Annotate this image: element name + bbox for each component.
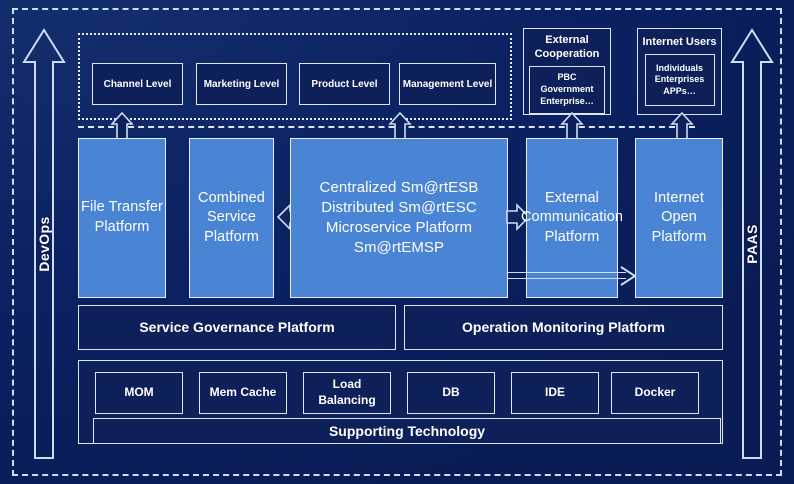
level-label: Product Level — [311, 78, 378, 90]
paas-label: PAAS — [744, 224, 760, 264]
up-arrow-centralized — [388, 111, 412, 140]
bar-supporting-technology[interactable]: Supporting Technology — [93, 418, 721, 444]
tech-label: Load Balancing — [318, 377, 376, 407]
tech-label: Docker — [634, 385, 676, 400]
up-arrow-external-communication — [560, 111, 584, 140]
platform-centralized-esb[interactable]: Centralized Sm@rtESB Distributed Sm@rtES… — [290, 138, 508, 298]
internet-users-title: Internet Users — [642, 36, 717, 48]
layer-separator — [78, 126, 695, 128]
internet-users-inner: Individuals Enterprises APPs… — [644, 54, 715, 107]
tech-box-load-balancing[interactable]: Load Balancing — [303, 372, 391, 414]
platform-label: Centralized Sm@rtESB Distributed Sm@rtES… — [319, 178, 479, 257]
tech-box-ide[interactable]: IDE — [511, 372, 599, 414]
connector-arrowhead — [618, 265, 638, 287]
platform-label: Combined Service Platform — [198, 189, 265, 245]
external-cooperation-title: External Cooperation — [534, 34, 600, 60]
business-levels-group — [78, 33, 512, 120]
tech-box-mem-cache[interactable]: Mem Cache — [199, 372, 287, 414]
devops-arrow: DevOps — [22, 28, 66, 460]
tech-box-mom[interactable]: MOM — [95, 372, 183, 414]
tech-box-db[interactable]: DB — [407, 372, 495, 414]
platform-label: Internet Open Platform — [651, 189, 707, 245]
platform-file-transfer[interactable]: File Transfer Platform — [78, 138, 166, 298]
bar-operation-monitoring[interactable]: Operation Monitoring Platform — [404, 305, 723, 350]
platform-label: File Transfer Platform — [81, 199, 163, 235]
tech-label: Mem Cache — [209, 385, 277, 400]
tech-label: IDE — [544, 385, 565, 400]
level-label: Marketing Level — [203, 78, 280, 90]
external-cooperation-inner: PBC Government Enterprise… — [529, 65, 605, 114]
outer-boundary — [12, 8, 782, 476]
external-cooperation-group[interactable]: External Cooperation PBC Government Ente… — [523, 28, 611, 115]
tech-box-docker[interactable]: Docker — [611, 372, 699, 414]
level-box-management[interactable]: Management Level — [399, 63, 496, 105]
platform-external-communication[interactable]: External Communication Platform — [521, 138, 623, 298]
tech-label: MOM — [124, 385, 154, 400]
connector-centralized-to-internet-open — [508, 272, 626, 279]
up-arrow-file-transfer — [110, 111, 134, 140]
level-label: Management Level — [402, 78, 493, 90]
paas-arrow: PAAS — [730, 28, 774, 460]
level-box-marketing[interactable]: Marketing Level — [196, 63, 287, 105]
arrow-right-centralized-external — [505, 202, 531, 232]
platform-label: External Communication Platform — [520, 189, 624, 245]
bar-label: Supporting Technology — [328, 422, 486, 439]
bar-label: Service Governance Platform — [139, 319, 335, 336]
devops-label: DevOps — [36, 216, 52, 272]
bar-label: Operation Monitoring Platform — [462, 319, 665, 336]
level-label: Channel Level — [103, 78, 172, 90]
level-box-product[interactable]: Product Level — [299, 63, 390, 105]
platform-combined-service[interactable]: Combined Service Platform — [189, 138, 274, 298]
internet-users-inner-label: Individuals Enterprises APPs… — [654, 62, 705, 97]
internet-users-group[interactable]: Internet Users Individuals Enterprises A… — [637, 28, 722, 115]
bar-service-governance[interactable]: Service Governance Platform — [78, 305, 396, 350]
tech-label: DB — [442, 385, 460, 400]
level-box-channel[interactable]: Channel Level — [92, 63, 183, 105]
external-cooperation-inner-label: PBC Government Enterprise… — [540, 72, 594, 106]
up-arrow-internet-open — [670, 111, 694, 140]
platform-internet-open[interactable]: Internet Open Platform — [635, 138, 723, 298]
